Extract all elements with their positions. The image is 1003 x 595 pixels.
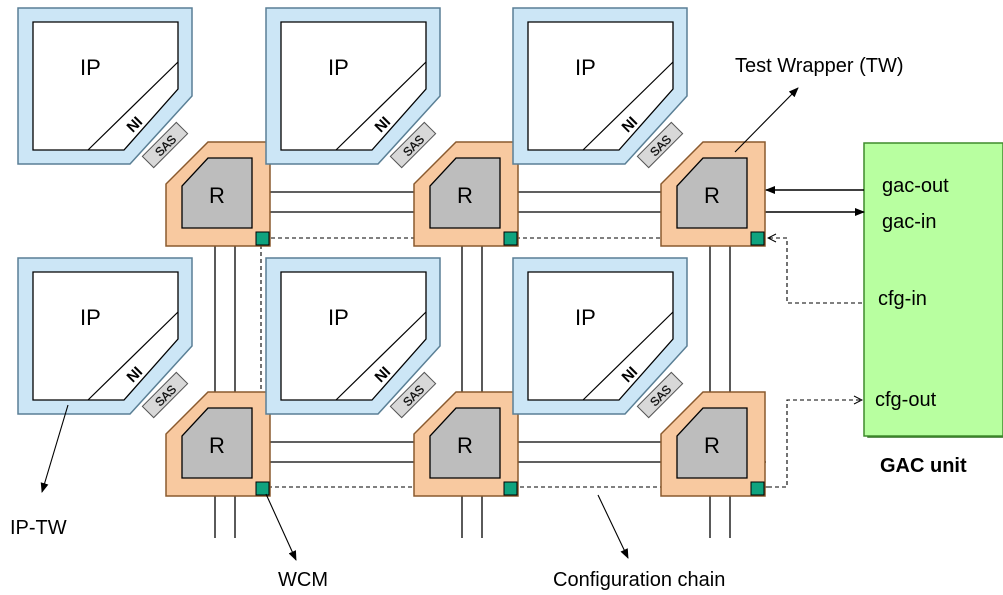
router-label: R xyxy=(704,183,720,208)
router-core xyxy=(676,157,748,229)
router-core xyxy=(181,157,253,229)
sas-box xyxy=(636,121,684,169)
ip-label: IP xyxy=(575,55,596,80)
sas-box xyxy=(141,371,189,419)
router-label: R xyxy=(209,433,225,458)
router-label: R xyxy=(209,183,225,208)
sas-block: SAS xyxy=(389,121,437,169)
ip-label: IP xyxy=(80,305,101,330)
router-core xyxy=(429,407,501,479)
annotations xyxy=(40,87,799,561)
ip-core xyxy=(32,271,179,401)
ip-core xyxy=(280,271,427,401)
sas-box xyxy=(389,371,437,419)
router-core xyxy=(676,407,748,479)
gac-unit-label: GAC unit xyxy=(880,455,967,477)
cfg-out-label: cfg-out xyxy=(875,389,937,411)
ni-divider xyxy=(582,61,674,151)
gac-unit: gac-out gac-in cfg-in cfg-out GAC unit xyxy=(863,142,1003,477)
router-core xyxy=(181,407,253,479)
ip-label: IP xyxy=(328,55,349,80)
router-label: R xyxy=(457,433,473,458)
ni-divider xyxy=(335,61,427,151)
sas-box xyxy=(389,121,437,169)
ni-divider xyxy=(87,61,179,151)
test-wrapper-label: Test Wrapper (TW) xyxy=(735,55,904,77)
wcm-label: WCM xyxy=(278,569,328,591)
wcm-block xyxy=(255,481,270,496)
wcm-pointer xyxy=(265,493,297,561)
ni-divider xyxy=(335,311,427,401)
tile-grid: IPNISASRIPNISASRIPNISASRIPNISASRIPNISASR… xyxy=(17,7,766,497)
ip-core xyxy=(527,21,674,151)
router-label: R xyxy=(704,433,720,458)
wcm-block xyxy=(255,231,270,246)
cfg-out-dashed-arrow xyxy=(768,400,862,488)
ip-tw-label: IP-TW xyxy=(10,517,67,539)
ip-label: IP xyxy=(328,305,349,330)
ni-divider xyxy=(582,311,674,401)
sas-box xyxy=(636,371,684,419)
router-links xyxy=(214,191,766,538)
cfg-in-label: cfg-in xyxy=(878,288,927,310)
wcm-block xyxy=(503,481,518,496)
wcm-block xyxy=(750,231,765,246)
test-wrapper-pointer xyxy=(734,87,799,153)
ip-tw-pointer xyxy=(40,404,69,493)
ni-divider xyxy=(87,311,179,401)
gac-in-label: gac-in xyxy=(882,211,936,233)
ip-core xyxy=(527,271,674,401)
ip-label: IP xyxy=(575,305,596,330)
wcm-block xyxy=(503,231,518,246)
sas-box xyxy=(141,121,189,169)
configuration-chain-pointer xyxy=(597,494,629,559)
router-label: R xyxy=(457,183,473,208)
gac-connections xyxy=(765,186,865,488)
sas-label: SAS xyxy=(400,132,427,159)
configuration-chain-label: Configuration chain xyxy=(553,569,725,591)
wcm-block xyxy=(750,481,765,496)
ip-label: IP xyxy=(80,55,101,80)
gac-out-label: gac-out xyxy=(882,175,949,197)
ip-core xyxy=(32,21,179,151)
ip-core xyxy=(280,21,427,151)
router-core xyxy=(429,157,501,229)
cfg-in-dashed-arrow xyxy=(768,238,862,304)
gac-unit-shadow xyxy=(863,142,1003,437)
